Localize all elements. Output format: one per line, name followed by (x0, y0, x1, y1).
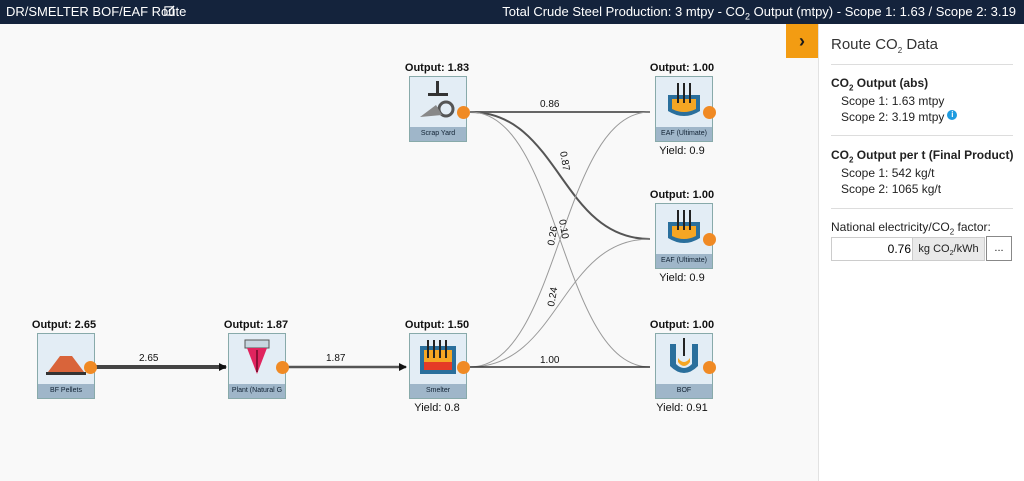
eaf-icon (668, 210, 700, 243)
edge-label: 0.86 (540, 99, 560, 110)
node-output: Output: 1.83 (404, 62, 470, 74)
abs-scope1: Scope 1: 1.63 mtpy (841, 94, 945, 108)
scrap-crane-icon (420, 81, 455, 118)
top-bar: DR/SMELTER BOF/EAF Route Total Crude Ste… (0, 0, 1024, 24)
route-title: DR/SMELTER BOF/EAF Route (6, 4, 187, 19)
divider (831, 135, 1013, 136)
flow-edges: 2.65 1.87 0.86 0.87 0.10 0.26 0.24 1.00 (96, 99, 651, 371)
node-yield: Yield: 0.9 (659, 145, 705, 157)
node-label: BOF (656, 384, 712, 398)
node-output: Output: 1.00 (649, 189, 715, 201)
edge-label: 2.65 (139, 353, 159, 364)
node-label: EAF (Ultimate) (656, 127, 712, 141)
node-output: Output: 1.50 (404, 319, 470, 331)
output-port[interactable] (457, 106, 470, 119)
node-output: Output: 1.87 (223, 319, 289, 331)
node-label: Scrap Yard (410, 127, 466, 141)
output-port[interactable] (84, 361, 97, 374)
output-port[interactable] (457, 361, 470, 374)
abs-heading: CO2 Output (abs) (831, 76, 929, 93)
output-port[interactable] (703, 361, 716, 374)
divider (831, 64, 1013, 65)
info-icon[interactable]: i (947, 110, 958, 120)
node-label: Plant (Natural G (229, 384, 285, 398)
factor-label: National electricity/CO2 factor: (831, 220, 991, 237)
output-port[interactable] (703, 233, 716, 246)
factor-unit: kg CO2/kWh (912, 237, 985, 261)
node-yield: Yield: 0.91 (656, 402, 708, 414)
edge-label: 0.26 (546, 225, 560, 247)
bof-icon (670, 338, 698, 373)
electricity-factor-input[interactable] (831, 237, 916, 261)
per-t-heading: CO2 Output per t (Final Product) (831, 148, 1014, 165)
node-bf-pellets[interactable]: BF Pellets (37, 333, 95, 399)
edge-label: 1.00 (540, 355, 560, 366)
node-label: BF Pellets (38, 384, 94, 398)
node-output: Output: 2.65 (31, 319, 97, 331)
node-output: Output: 1.00 (649, 62, 715, 74)
route-canvas[interactable]: 2.65 1.87 0.86 0.87 0.10 0.26 0.24 1.00 … (0, 24, 818, 481)
smelter-icon (420, 340, 456, 374)
node-yield: Yield: 0.9 (659, 272, 705, 284)
panel-toggle-button[interactable]: › (786, 24, 818, 58)
eaf-icon (668, 83, 700, 116)
node-label: Smelter (410, 384, 466, 398)
pert-scope1: Scope 1: 542 kg/t (841, 166, 935, 180)
node-yield: Yield: 0.8 (414, 402, 460, 414)
edge-label: 1.87 (326, 353, 346, 364)
pellets-icon (46, 356, 86, 375)
production-summary: Total Crude Steel Production: 3 mtpy - C… (502, 4, 1016, 22)
route-co2-panel: Route CO2 Data CO2 Output (abs) Scope 1:… (818, 24, 1024, 481)
output-port[interactable] (703, 106, 716, 119)
divider (831, 208, 1013, 209)
output-port[interactable] (276, 361, 289, 374)
edit-icon[interactable] (164, 5, 175, 16)
edge-label: 0.10 (556, 219, 570, 241)
edge-smelter-eaf1 (469, 111, 651, 368)
factor-options-button[interactable]: ... (986, 236, 1012, 261)
panel-title: Route CO2 Data (831, 36, 939, 55)
node-label: EAF (Ultimate) (656, 254, 712, 268)
node-output: Output: 1.00 (649, 319, 715, 331)
pert-scope2: Scope 2: 1065 kg/t (841, 182, 942, 196)
edge-scrap-eaf2 (469, 111, 651, 240)
edge-label: 0.24 (546, 286, 560, 308)
edge-smelter-eaf2 (469, 238, 651, 368)
reactor-icon (244, 339, 270, 374)
edge-label: 0.87 (557, 151, 571, 173)
